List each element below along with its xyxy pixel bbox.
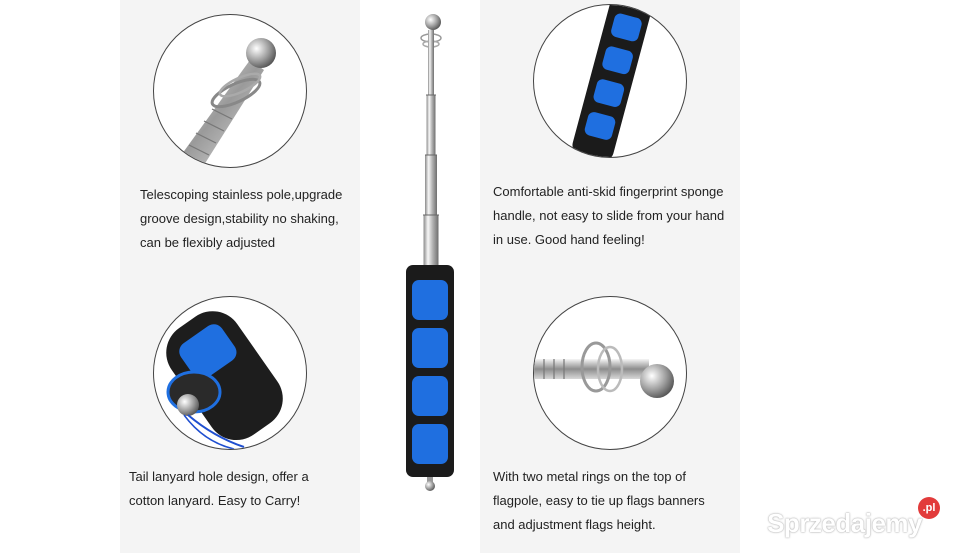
pole-tip-icon	[153, 14, 307, 168]
caption-line: Comfortable anti-skid fingerprint sponge	[493, 184, 724, 199]
caption-line: handle, not easy to slide from your hand	[493, 208, 725, 223]
caption-line: cotton lanyard. Easy to Carry!	[129, 493, 301, 508]
watermark-text: Sprzedajemy	[767, 508, 922, 538]
caption-handle: Comfortable anti-skid fingerprint sponge…	[493, 180, 724, 252]
caption-line: in use. Good hand feeling!	[493, 232, 645, 247]
caption-line: can be flexibly adjusted	[140, 235, 276, 250]
sponge-handle-icon	[533, 4, 687, 158]
caption-line: and adjustment flags height.	[493, 517, 656, 532]
watermark-badge: .pl	[918, 497, 940, 519]
metal-rings-icon	[533, 296, 687, 450]
caption-line: flagpole, easy to tie up flags banners	[493, 493, 705, 508]
caption-telescoping: Telescoping stainless pole,upgrade groov…	[140, 183, 342, 255]
caption-line: Tail lanyard hole design, offer a	[129, 469, 309, 484]
caption-line: Telescoping stainless pole,upgrade	[140, 187, 343, 202]
caption-line: groove design,stability no shaking,	[140, 211, 339, 226]
lanyard-hole-icon	[153, 296, 307, 450]
caption-lanyard: Tail lanyard hole design, offer a cotton…	[129, 465, 309, 513]
caption-rings: With two metal rings on the top of flagp…	[493, 465, 705, 537]
caption-line: With two metal rings on the top of	[493, 469, 686, 484]
flagpole-icon	[395, 10, 465, 495]
